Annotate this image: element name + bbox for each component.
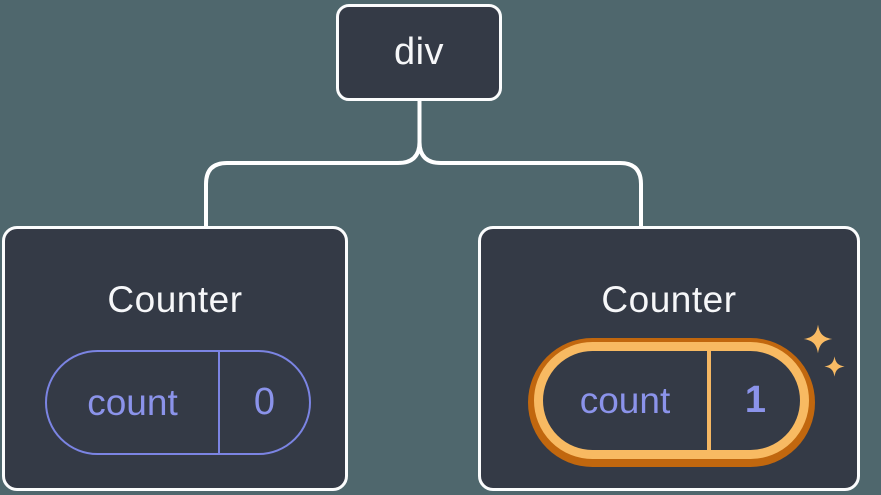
root-node-label: div	[393, 31, 445, 73]
root-node-div: div	[336, 4, 502, 101]
state-value: 0	[253, 381, 276, 423]
sparkle-icon-small	[824, 356, 845, 377]
state-value: 1	[744, 379, 767, 421]
sparkle-icon-large	[803, 324, 833, 354]
counter-title: Counter	[107, 279, 243, 320]
state-key-label: count	[543, 351, 711, 450]
state-pill-highlighted: count 1	[534, 342, 809, 459]
counter-title: Counter	[601, 279, 737, 320]
counter-node-right: Counter count 1	[478, 226, 860, 491]
state-key-label: count	[47, 352, 220, 453]
state-pill: count 0	[45, 350, 311, 455]
counter-node-left: Counter count 0	[2, 226, 348, 491]
